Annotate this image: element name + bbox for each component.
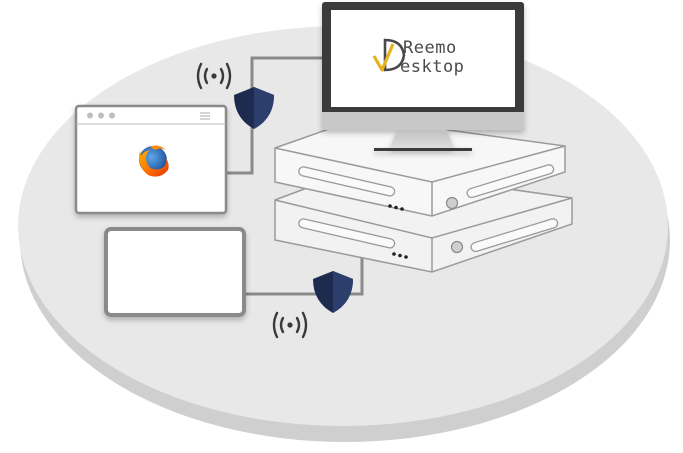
- menu-lines-icon: [200, 112, 210, 120]
- tablet-home-button: [241, 270, 245, 274]
- monitor-screen: [331, 10, 515, 107]
- monitor-stand: [390, 128, 454, 148]
- logo-d-shape: [383, 38, 406, 72]
- monitor-icon: Reemo esktop: [322, 2, 524, 151]
- window-dot-1: [87, 112, 93, 119]
- logo-line2: esktop: [400, 57, 464, 77]
- window-dot-2: [98, 112, 104, 119]
- logo-v-mark: [372, 43, 395, 72]
- logo-line1: Reemo: [403, 38, 457, 58]
- wireless-signal-icon-upper: [196, 62, 232, 90]
- wireless-signal-icon-lower: [272, 311, 308, 339]
- server-icon: [274, 117, 573, 273]
- shield-icon-upper: [234, 87, 274, 129]
- tablet-icon: [104, 227, 246, 317]
- shield-icon-lower: [313, 271, 353, 313]
- firefox-icon: [139, 145, 169, 177]
- reemo-desktop-logo: Reemo esktop: [372, 38, 464, 77]
- window-dot-3: [109, 112, 115, 119]
- monitor-chin: [322, 112, 524, 130]
- browser-window: [74, 104, 228, 215]
